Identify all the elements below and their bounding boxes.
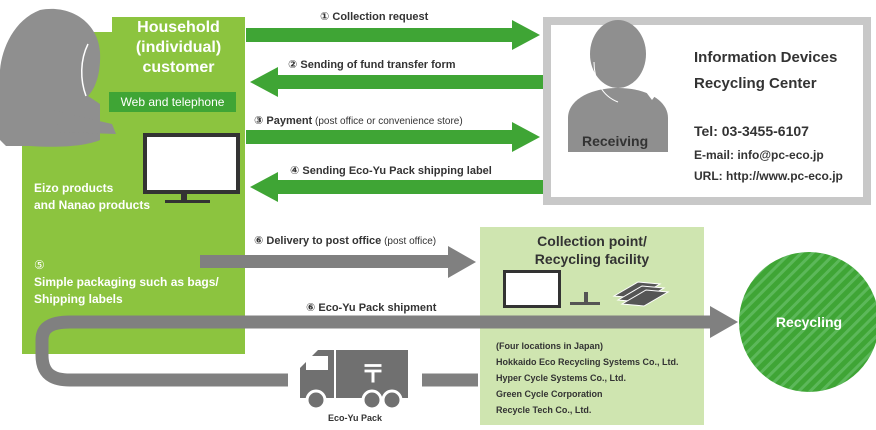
step3-label: ③ Payment (post office or convenience st… xyxy=(254,114,463,127)
facility-title-line1: Collection point/ xyxy=(537,233,647,249)
products-line2: and Nanao products xyxy=(34,198,151,212)
center-url: URL: http://www.pc-eco.jp xyxy=(694,169,843,183)
facility-stand-icon xyxy=(570,292,600,305)
location-item: Recycle Tech Co., Ltd. xyxy=(496,405,592,415)
receiving-label: Receiving xyxy=(582,133,649,149)
operator-silhouette-icon xyxy=(568,20,668,152)
step6a-main: ⑥ Delivery to post office xyxy=(254,235,382,247)
step3-main: ③ Payment xyxy=(254,115,313,127)
location-item: Hyper Cycle Systems Co., Ltd. xyxy=(496,373,627,383)
recycling-circle xyxy=(739,252,876,392)
arrow-eco-yu-shipment xyxy=(35,315,712,387)
customer-title-line1: Household xyxy=(137,19,220,36)
arrow-eco-yu-shipment-head xyxy=(710,306,738,338)
step2-label: ② Sending of fund transfer form xyxy=(288,59,456,71)
center-tel: Tel: 03-3455-6107 xyxy=(694,123,809,139)
arrow-delivery-post-office xyxy=(200,246,476,278)
recycling-label: Recycling xyxy=(775,314,843,330)
step4-label: ④ Sending Eco-Yu Pack shipping label xyxy=(290,165,492,177)
step1-label: ① Collection request xyxy=(320,11,429,23)
channel-badge: Web and telephone xyxy=(109,92,236,112)
location-item: Hokkaido Eco Recycling Systems Co., Ltd. xyxy=(496,357,679,367)
truck-icon xyxy=(300,350,408,411)
customer-title-line3: customer xyxy=(142,59,215,76)
step6a-note: (post office) xyxy=(381,236,437,247)
truck-post-mark: 〒 xyxy=(361,361,385,388)
arrow-payment xyxy=(246,122,540,152)
step5-line2: Shipping labels xyxy=(34,292,123,306)
step6a-label: ⑥ Delivery to post office (post office) xyxy=(254,234,436,247)
customer-title-line2: (individual) xyxy=(135,39,222,56)
truck-label: Eco-Yu Pack xyxy=(327,413,383,423)
monitor-icon xyxy=(143,133,240,203)
step5-number: ⑤ xyxy=(34,258,45,272)
center-email: E-mail: info@pc-eco.jp xyxy=(694,148,824,162)
step5-line1: Simple packaging such as bags/ xyxy=(34,275,219,289)
center-name-line2: Recycling Center xyxy=(694,75,817,92)
locations-header: (Four locations in Japan) xyxy=(496,341,604,351)
location-item: Green Cycle Corporation xyxy=(496,389,603,399)
arrow-fund-transfer-form xyxy=(250,67,543,97)
facility-panels-icon xyxy=(612,281,670,307)
center-name-line1: Information Devices xyxy=(694,49,838,66)
arrow-shipping-label xyxy=(250,172,543,202)
step3-note: (post office or convenience store) xyxy=(312,116,463,127)
facility-monitor-icon xyxy=(503,270,561,308)
facility-title-line2: Recycling facility xyxy=(534,251,650,267)
customer-silhouette-icon xyxy=(0,8,116,147)
step6b-label: ⑥ Eco-Yu Pack shipment xyxy=(306,302,437,314)
products-line1: Eizo products xyxy=(34,181,114,195)
arrow-collection-request xyxy=(246,20,540,50)
